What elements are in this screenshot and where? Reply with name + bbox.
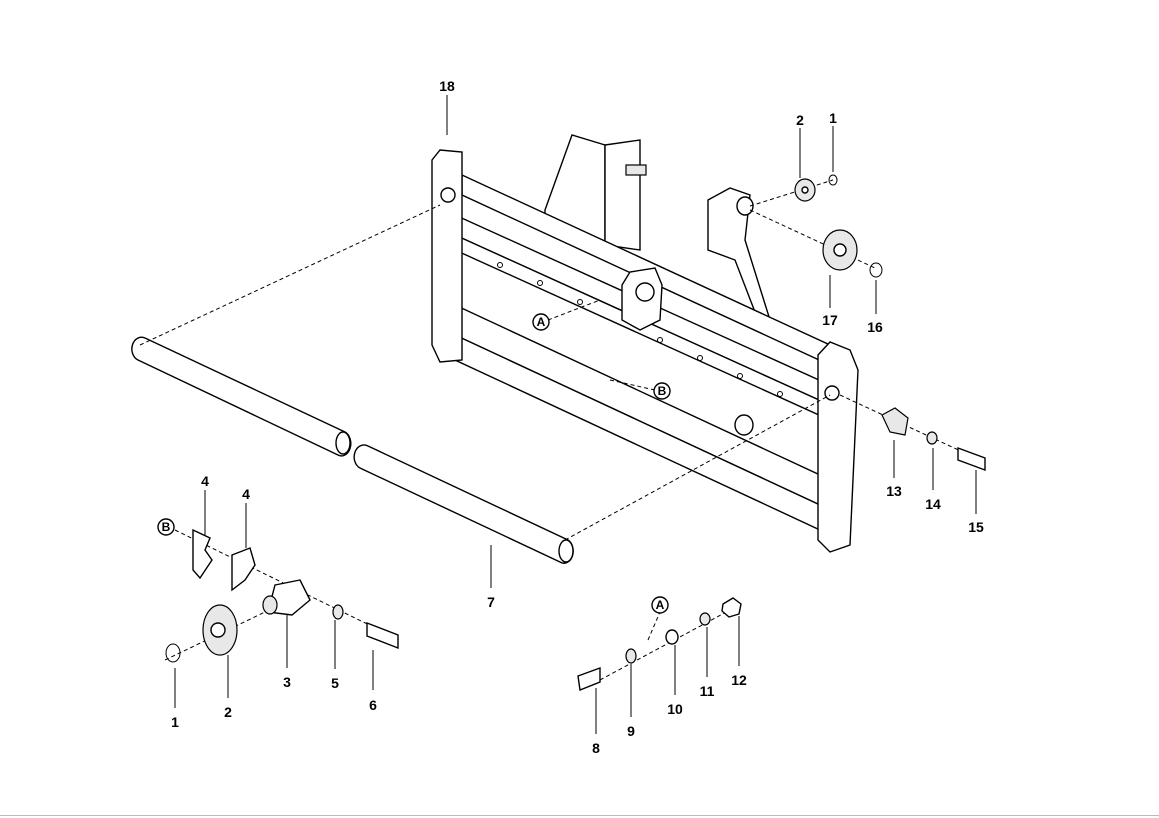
part-label-12: 12 bbox=[731, 672, 747, 688]
part-label-15: 15 bbox=[968, 519, 984, 535]
callout-a-frame: A bbox=[532, 313, 550, 331]
part-label-3: 3 bbox=[283, 674, 291, 690]
part-label-1: 1 bbox=[171, 714, 179, 730]
leader-lines bbox=[174, 95, 977, 734]
part-label-11: 11 bbox=[700, 683, 715, 699]
part-label-10: 10 bbox=[667, 701, 683, 717]
parts bbox=[165, 174, 986, 691]
part-label-4: 4 bbox=[201, 473, 209, 489]
callout-b-parts: B bbox=[157, 518, 175, 536]
part-label-14: 14 bbox=[925, 496, 941, 512]
part-label-2: 2 bbox=[796, 112, 804, 128]
part-label-8: 8 bbox=[592, 740, 600, 756]
part-label-2: 2 bbox=[224, 704, 232, 720]
shaft-right bbox=[353, 444, 574, 564]
part-label-6: 6 bbox=[369, 697, 377, 713]
part-label-18: 18 bbox=[439, 78, 455, 94]
svg-text:A: A bbox=[656, 598, 665, 612]
svg-text:B: B bbox=[162, 520, 171, 534]
part-label-13: 13 bbox=[886, 483, 902, 499]
bottom-divider bbox=[0, 815, 1159, 816]
part-label-5: 5 bbox=[331, 675, 339, 691]
shaft-left bbox=[131, 336, 352, 457]
part-label-1: 1 bbox=[829, 110, 837, 126]
part-label-4: 4 bbox=[242, 486, 250, 502]
carriage-frame bbox=[431, 134, 859, 553]
part-label-9: 9 bbox=[627, 723, 635, 739]
svg-text:A: A bbox=[537, 315, 546, 329]
part-label-16: 16 bbox=[867, 319, 883, 335]
part-label-7: 7 bbox=[487, 594, 495, 610]
callout-a-parts: A bbox=[651, 596, 669, 614]
part-label-17: 17 bbox=[822, 312, 838, 328]
svg-text:B: B bbox=[658, 384, 667, 398]
callout-b-frame: B bbox=[653, 382, 671, 400]
